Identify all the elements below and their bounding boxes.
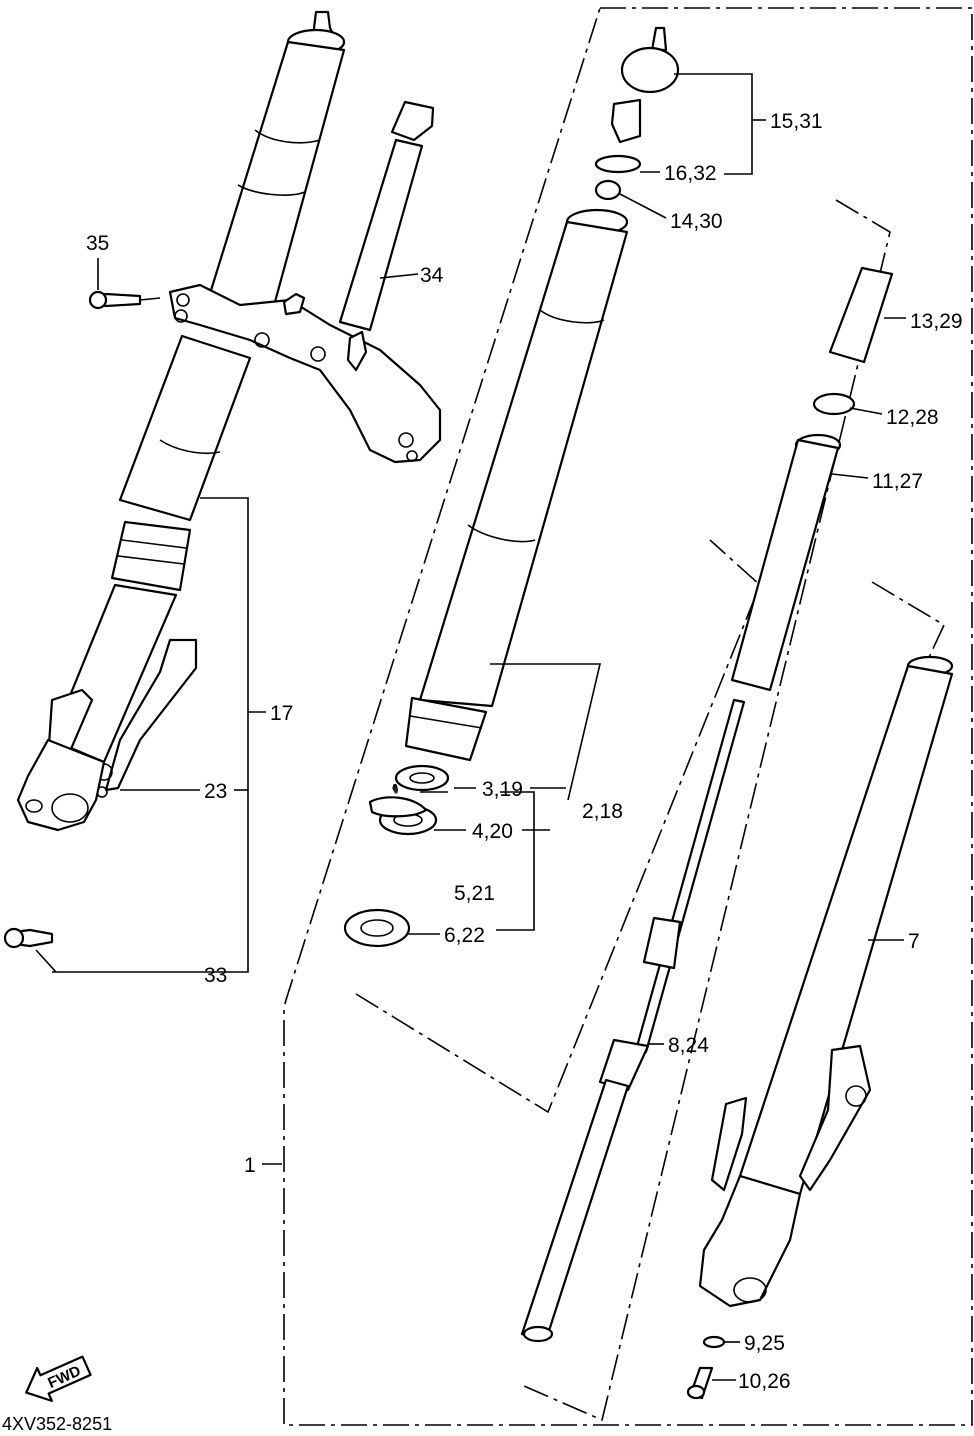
callout-34: 34 bbox=[420, 264, 444, 287]
damper-group-boundary bbox=[523, 199, 891, 1422]
assembled-fork bbox=[16, 10, 442, 832]
callout-23: 23 bbox=[204, 780, 227, 803]
callout-16-32: 16,32 bbox=[664, 162, 717, 185]
callout-4-20: 4,20 bbox=[472, 820, 513, 843]
callout-11-27: 11,27 bbox=[872, 470, 923, 493]
bolt-33-part bbox=[3, 927, 54, 949]
outer-tube-part bbox=[404, 208, 629, 762]
callout-1: 1 bbox=[244, 1154, 256, 1177]
bottom-bolt-parts bbox=[686, 1335, 726, 1400]
callout-5-21: 5,21 bbox=[454, 882, 495, 905]
fwd-arrow: FWD bbox=[25, 1355, 92, 1402]
fork-assembly-boundary bbox=[283, 7, 973, 1426]
callout-9-25: 9,25 bbox=[744, 1332, 785, 1355]
callout-8-24: 8,24 bbox=[668, 1034, 709, 1057]
callout-33: 33 bbox=[204, 964, 227, 987]
inner-tube-part bbox=[698, 655, 954, 1308]
damper-rod-part bbox=[520, 698, 746, 1343]
callout-6-22: 6,22 bbox=[444, 924, 485, 947]
callout-35: 35 bbox=[86, 232, 109, 255]
spacer-spring-parts bbox=[730, 266, 894, 692]
bolt-35-part bbox=[88, 290, 142, 310]
callout-12-28: 12,28 bbox=[886, 406, 939, 429]
callout-10-26: 10,26 bbox=[738, 1370, 791, 1393]
callout-13-29: 13,29 bbox=[910, 310, 963, 333]
callout-17: 17 bbox=[270, 702, 293, 725]
cap-parts bbox=[594, 26, 680, 201]
callout-2-18: 2,18 bbox=[582, 800, 623, 823]
callout-15-31: 15,31 bbox=[770, 110, 823, 133]
leader-lines bbox=[35, 73, 906, 1381]
callout-3-19: 3,19 bbox=[482, 778, 523, 801]
callout-labels: 1 2,18 3,19 4,20 5,21 6,22 7 8,24 9,25 1… bbox=[86, 110, 963, 1393]
seal-parts bbox=[343, 764, 450, 948]
callout-7: 7 bbox=[908, 930, 920, 953]
drawing-code: 4XV352-8251 bbox=[2, 1414, 112, 1434]
callout-14-30: 14,30 bbox=[670, 210, 723, 233]
outer-tube-group-boundary bbox=[355, 539, 761, 1114]
